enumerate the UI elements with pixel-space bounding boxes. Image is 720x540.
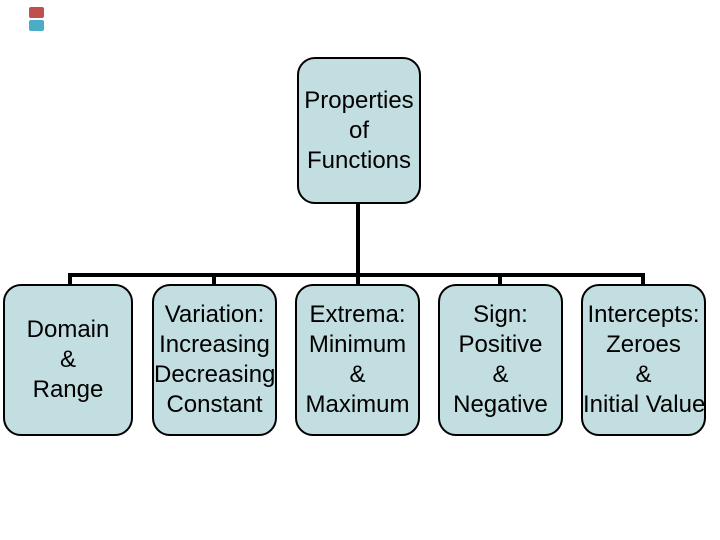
- connector-stub-variation: [212, 273, 216, 284]
- node-intercepts: Intercepts: Zeroes & Initial Value: [581, 284, 706, 436]
- node-variation: Variation: Increasing Decreasing Constan…: [152, 284, 277, 436]
- connector-root-to-bus: [356, 203, 360, 284]
- node-domain-range: Domain & Range: [3, 284, 133, 436]
- node-properties-of-functions: Properties of Functions: [297, 57, 421, 204]
- accent-square-teal: [29, 20, 44, 31]
- accent-square-orange: [29, 7, 44, 18]
- connector-stub-intercepts: [641, 273, 645, 284]
- node-label: Domain & Range: [26, 316, 110, 403]
- node-sign: Sign: Positive & Negative: [438, 284, 563, 436]
- node-label: Properties of Functions: [304, 86, 414, 174]
- node-label: Variation: Increasing Decreasing Constan…: [154, 301, 276, 418]
- node-extrema: Extrema: Minimum & Maximum: [295, 284, 420, 436]
- node-label: Sign: Positive & Negative: [453, 301, 548, 418]
- connector-stub-domain: [68, 273, 72, 284]
- connector-horizontal-bus: [68, 273, 645, 277]
- node-label: Intercepts: Zeroes & Initial Value: [583, 301, 706, 418]
- node-label: Extrema: Minimum & Maximum: [305, 301, 410, 418]
- connector-stub-sign: [498, 273, 502, 284]
